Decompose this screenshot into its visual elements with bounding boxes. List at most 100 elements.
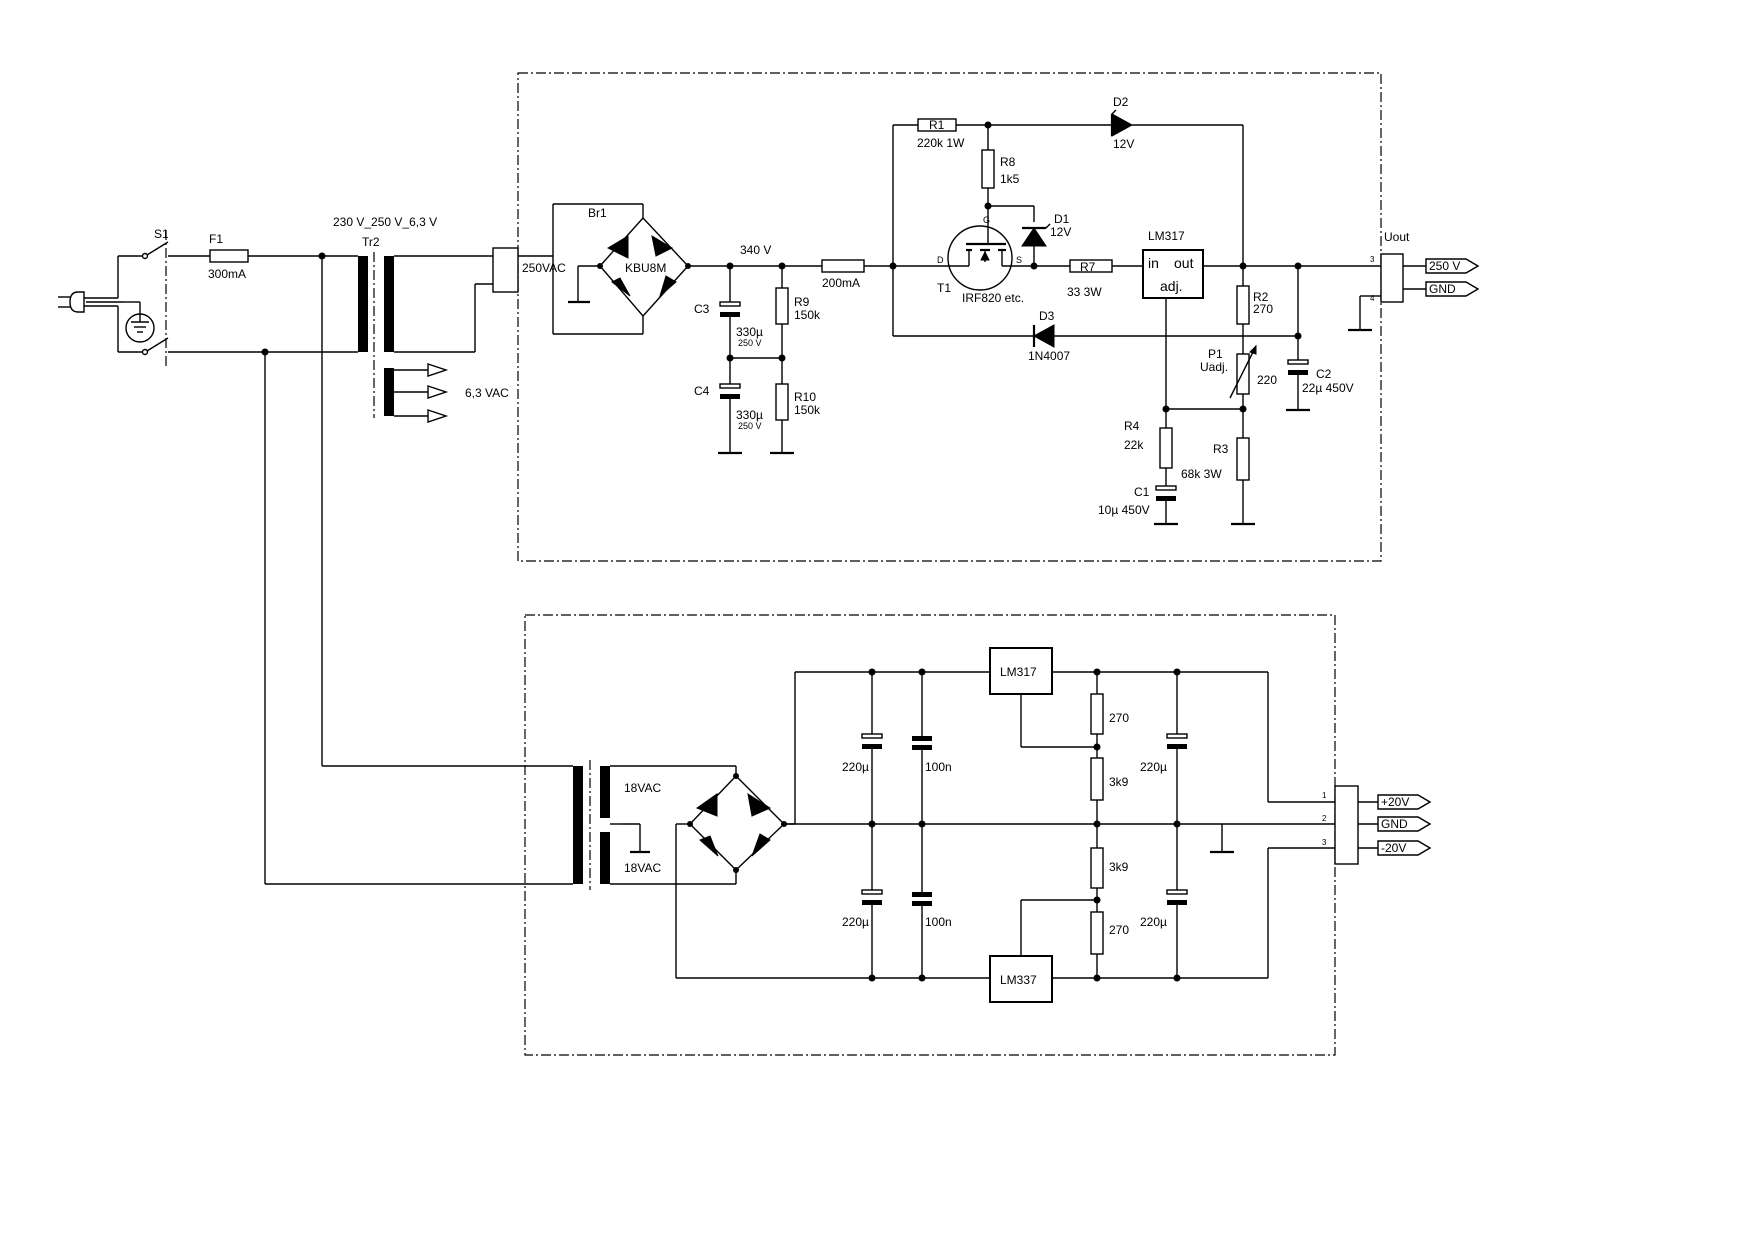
hv-input-connector xyxy=(492,247,519,293)
resistor-270-t xyxy=(1090,693,1104,735)
r1-label: R1 xyxy=(929,118,945,132)
d3-type: 1N4007 xyxy=(1028,349,1070,363)
cap-100n-b-label: 100n xyxy=(925,915,952,929)
c2-label: C2 xyxy=(1316,367,1332,381)
r9-value: 150k xyxy=(794,308,821,322)
zener-d1-icon xyxy=(1021,223,1051,270)
r7-value: 33 3W xyxy=(1067,285,1102,299)
switch-s1 xyxy=(141,230,169,368)
r1-value: 220k 1W xyxy=(917,136,965,150)
out-m20-tag xyxy=(1377,840,1432,856)
potentiometer-p1 xyxy=(1236,353,1250,395)
t1-type: IRF820 etc. xyxy=(962,291,1024,305)
out-m20-label: -20V xyxy=(1381,841,1406,855)
p1-name: Uadj. xyxy=(1200,360,1228,374)
ic-in-label: in xyxy=(1148,255,1159,271)
cap-220-bl-label: 220µ xyxy=(842,915,869,929)
cap-220-tr-label: 220µ xyxy=(1140,760,1167,774)
lm317-hv-label: LM317 xyxy=(1148,229,1185,243)
capacitor-220u-br xyxy=(1166,824,1188,978)
res-270-t-label: 270 xyxy=(1109,711,1129,725)
vac-250-label: 250VAC xyxy=(522,261,566,275)
ic-lm317-hv xyxy=(1142,249,1204,299)
resistor-270-b xyxy=(1090,911,1104,955)
fuse2-value: 200mA xyxy=(822,276,860,290)
fuse-f1 xyxy=(209,249,249,263)
pin3-hv: 3 xyxy=(1370,255,1375,264)
res-3k9-t-label: 3k9 xyxy=(1109,775,1129,789)
out-p20-tag xyxy=(1377,794,1432,810)
earth-icon xyxy=(124,301,155,343)
cap-220-br-label: 220µ xyxy=(1140,915,1167,929)
pin3-lv: 3 xyxy=(1322,838,1327,847)
res-3k9-b-label: 3k9 xyxy=(1109,860,1129,874)
tr2-label: Tr2 xyxy=(362,235,380,249)
d2-label: D2 xyxy=(1113,95,1129,109)
out-250v-tag xyxy=(1425,258,1480,274)
capacitor-c4 xyxy=(718,383,742,455)
resistor-r3 xyxy=(1236,437,1250,481)
r2-value: 270 xyxy=(1253,302,1273,316)
r3-value: 68k 3W xyxy=(1181,467,1222,481)
c4-voltage: 250 V xyxy=(738,421,762,431)
capacitor-220u-tr xyxy=(1166,672,1188,824)
capacitor-c1 xyxy=(1155,485,1177,491)
hv-output-connector xyxy=(1380,253,1404,303)
c4-value: 330µ xyxy=(736,408,763,422)
out-gnd-hv-tag xyxy=(1425,281,1480,297)
t1-source-label: S xyxy=(1016,255,1022,265)
fuse-200ma xyxy=(821,259,865,273)
pin1-lv: 1 xyxy=(1322,791,1327,800)
r4-value: 22k xyxy=(1124,438,1144,452)
arrow-6v3-icons xyxy=(394,363,449,423)
f1-value: 300mA xyxy=(208,267,246,281)
capacitor-c3 xyxy=(719,266,741,384)
transformer-lv xyxy=(573,760,736,890)
ic-lm317-lv xyxy=(989,647,1053,695)
lm317-lv-label: LM317 xyxy=(1000,665,1037,679)
p1-label: P1 xyxy=(1208,347,1223,361)
resistor-r4 xyxy=(1159,427,1173,469)
diode-d3-icon xyxy=(1032,324,1055,348)
c3-voltage: 250 V xyxy=(738,338,762,348)
vac-18-top: 18VAC xyxy=(624,781,661,795)
tr2-spec: 230 V_250 V_6,3 V xyxy=(333,215,437,229)
resistor-3k9-t xyxy=(1090,757,1104,801)
br1-type: KBU8M xyxy=(625,261,666,275)
p1-arrow-icon xyxy=(1229,345,1257,399)
out-gnd-lv-label: GND xyxy=(1381,817,1408,831)
capacitor-220u-tl xyxy=(861,672,883,824)
capacitor-c2 xyxy=(1287,359,1309,365)
bridge-lv xyxy=(687,766,787,884)
cap-100n-t-label: 100n xyxy=(925,760,952,774)
d1-value: 12V xyxy=(1050,225,1071,239)
c3-label: C3 xyxy=(694,302,710,316)
lm337-label: LM337 xyxy=(1000,973,1037,987)
uout-label: Uout xyxy=(1384,230,1410,244)
resistor-r9 xyxy=(775,287,789,325)
resistor-r2 xyxy=(1236,285,1250,325)
c1-label: C1 xyxy=(1134,485,1150,499)
capacitor-220u-bl xyxy=(861,824,883,978)
vac-18-bot: 18VAC xyxy=(624,861,661,875)
v340-label: 340 V xyxy=(740,243,771,257)
mosfet-t1 xyxy=(947,225,1070,291)
vac-6v3-label: 6,3 VAC xyxy=(465,386,509,400)
t1-drain-label: D xyxy=(937,255,944,265)
res-270-b-label: 270 xyxy=(1109,923,1129,937)
p1-value: 220 xyxy=(1257,373,1277,387)
ic-adj-label: adj. xyxy=(1160,278,1183,294)
pin4-hv: 4 xyxy=(1370,294,1375,303)
lv-output-connector xyxy=(1334,785,1359,865)
c1-value: 10µ 450V xyxy=(1098,503,1150,517)
resistor-r8 xyxy=(981,149,995,189)
out-250v-label: 250 V xyxy=(1429,259,1460,273)
r3-label: R3 xyxy=(1213,442,1229,456)
r4-label: R4 xyxy=(1124,419,1140,433)
hv-section-frame xyxy=(517,72,1382,562)
resistor-3k9-b xyxy=(1090,847,1104,889)
r2-label: R2 xyxy=(1253,290,1269,304)
mains-plug-icon xyxy=(58,255,143,353)
pin2-lv: 2 xyxy=(1322,814,1327,823)
